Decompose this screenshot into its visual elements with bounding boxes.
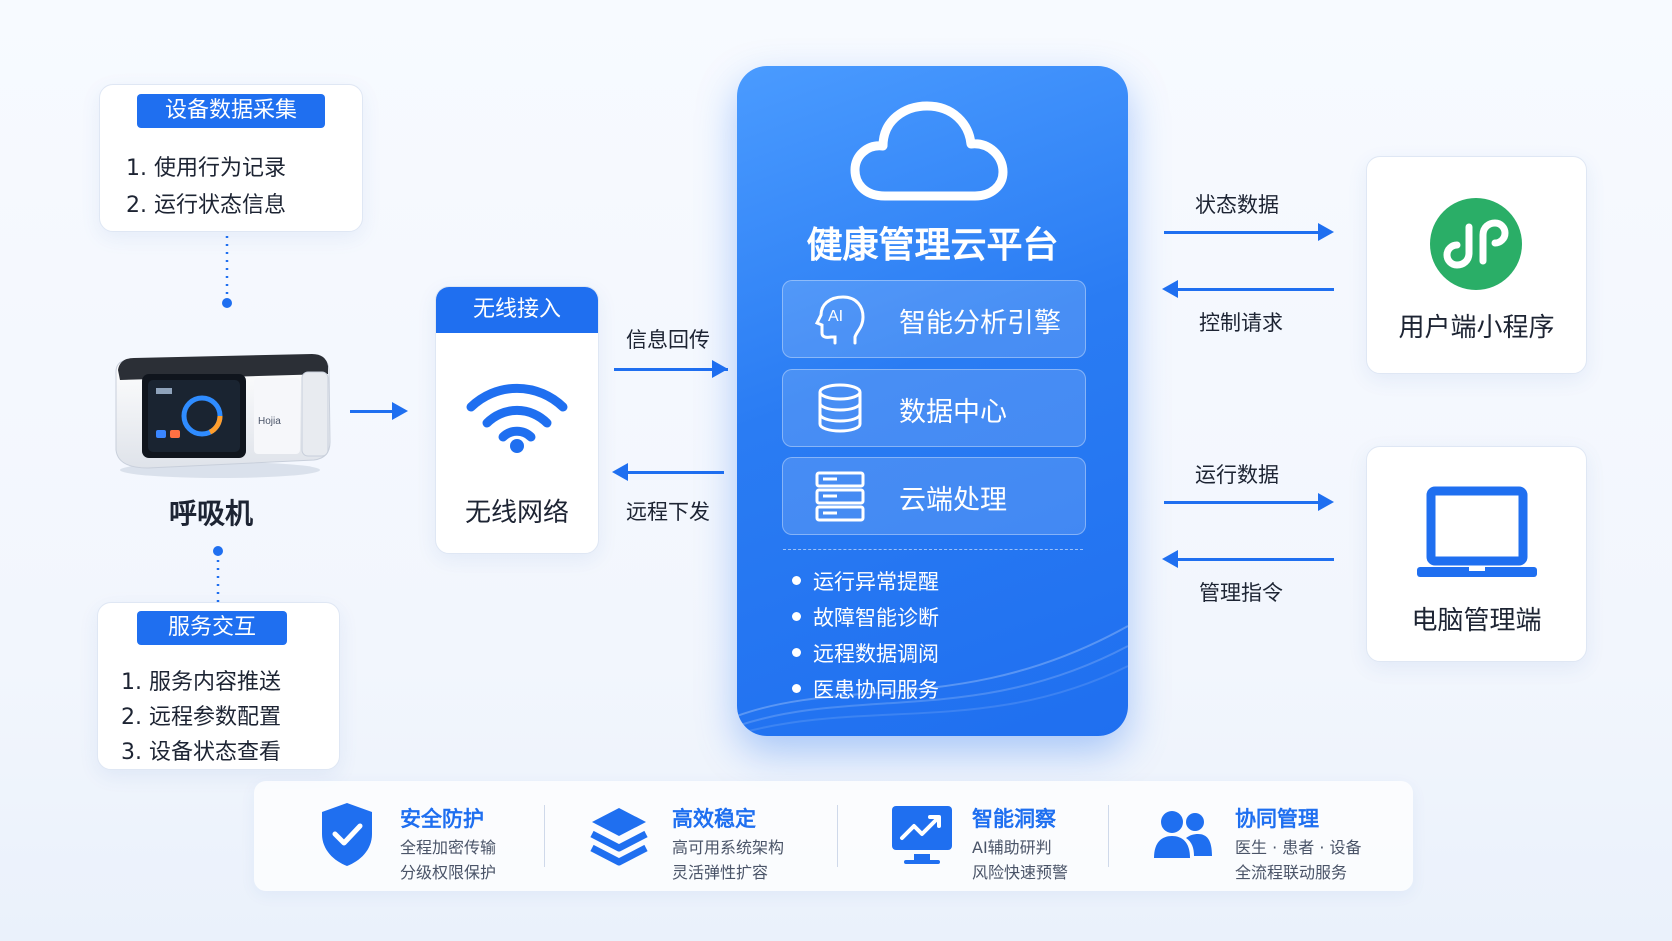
arrowhead-run-data (1318, 493, 1334, 511)
module-data-center-label: 数据中心 (899, 397, 1007, 428)
platform-divider (783, 549, 1083, 550)
platform-title: 健康管理云平台 (806, 225, 1059, 266)
arrow-upload (614, 368, 728, 371)
feature-1-title: 安全防护 (400, 807, 484, 831)
service-card: 服务交互 1. 服务内容推送 2. 远程参数配置 3. 设备状态查看 (97, 602, 340, 770)
service-item-2: 2. 远程参数配置 (121, 705, 281, 730)
pc-label: 电脑管理端 (1411, 606, 1542, 636)
wireless-tag: 无线接入 (436, 287, 598, 333)
arrow-management-command (1176, 558, 1334, 561)
service-item-1: 1. 服务内容推送 (121, 670, 281, 695)
database-icon (818, 383, 862, 433)
cloud-icon (850, 101, 1008, 201)
users-icon (1154, 811, 1212, 858)
connector-dotted-bottom (213, 546, 223, 602)
module-cloud-processing: 云端处理 (782, 457, 1086, 535)
module-ai-engine-label: 智能分析引擎 (899, 308, 1061, 339)
layers-icon (590, 808, 648, 866)
feature-4-title: 协同管理 (1235, 807, 1319, 831)
feature-4-line-1: 医生 · 患者 · 设备 (1235, 838, 1362, 857)
device-data-item-1: 1. 使用行为记录 (126, 156, 286, 181)
feature-separator-1 (544, 805, 545, 867)
label-run-data: 运行数据 (1195, 463, 1279, 487)
cloud-platform-panel: 健康管理云平台 AI 智能分析引擎 数据中心 云端处理 运行异常提醒 故障智能诊… (737, 66, 1128, 736)
wireless-label: 无线网络 (464, 498, 569, 528)
device-data-item-2: 2. 运行状态信息 (126, 193, 286, 218)
label-upload: 信息回传 (626, 328, 710, 352)
feature-3-title: 智能洞察 (972, 807, 1056, 831)
label-status-data: 状态数据 (1195, 193, 1279, 217)
laptop-icon (1417, 486, 1537, 577)
feature-3-line-2: 风险快速预警 (972, 863, 1069, 882)
ventilator-label: 呼吸机 (169, 497, 254, 530)
trend-monitor-icon (892, 806, 952, 864)
feature-strip (254, 781, 1413, 891)
service-tag: 服务交互 (137, 611, 287, 645)
arrowhead-management-command (1162, 550, 1178, 568)
feature-2-title: 高效稳定 (672, 807, 756, 831)
arrowhead-ventilator-to-wireless (392, 402, 408, 420)
feature-2-line-2: 灵活弹性扩容 (672, 863, 769, 882)
label-management-command: 管理指令 (1199, 581, 1283, 605)
device-data-tag: 设备数据采集 (137, 94, 325, 128)
arrow-run-data (1164, 501, 1320, 504)
feature-4-line-2: 全流程联动服务 (1235, 863, 1348, 882)
ai-head-icon: AI (814, 295, 865, 345)
wireless-card: 无线接入 无线网络 (435, 286, 599, 554)
miniprogram-label: 用户端小程序 (1398, 313, 1555, 343)
wifi-icon (466, 383, 568, 453)
arrowhead-upload (712, 360, 728, 378)
server-icon (815, 471, 865, 522)
platform-feature-3: 远程数据调阅 (792, 638, 939, 668)
module-cloud-processing-label: 云端处理 (899, 485, 1007, 516)
platform-feature-4: 医患协同服务 (792, 674, 939, 704)
arrowhead-control-request (1162, 280, 1178, 298)
feature-3-line-1: AI辅助研判 (972, 838, 1052, 857)
module-data-center: 数据中心 (782, 369, 1086, 447)
arrow-status-data (1164, 231, 1320, 234)
arrowhead-status-data (1318, 223, 1334, 241)
feature-separator-2 (837, 805, 838, 867)
label-download: 远程下发 (626, 500, 710, 524)
arrow-control-request (1176, 288, 1334, 291)
arrow-download (626, 471, 724, 474)
connector-dotted-top (222, 236, 232, 308)
feature-2-line-1: 高可用系统架构 (672, 838, 785, 857)
svg-text:AI: AI (828, 308, 843, 325)
platform-wave-decoration (737, 625, 1128, 735)
shield-check-icon (322, 803, 372, 866)
feature-separator-3 (1108, 805, 1109, 867)
feature-1-line-2: 分级权限保护 (400, 863, 497, 882)
platform-feature-2: 故障智能诊断 (792, 602, 939, 632)
module-ai-engine: AI 智能分析引擎 (782, 280, 1086, 358)
arrow-ventilator-to-wireless (350, 410, 394, 413)
ventilator-image: Hojia (115, 354, 331, 478)
feature-1-line-1: 全程加密传输 (400, 838, 497, 857)
ventilator-brand: Hojia (258, 416, 281, 427)
service-item-3: 3. 设备状态查看 (121, 740, 281, 765)
mini-program-icon (1430, 198, 1522, 290)
platform-feature-1: 运行异常提醒 (792, 566, 939, 596)
arrowhead-download (612, 463, 628, 481)
miniprogram-card: 用户端小程序 (1366, 156, 1587, 374)
pc-card: 电脑管理端 (1366, 446, 1587, 662)
device-data-card: 设备数据采集 1. 使用行为记录 2. 运行状态信息 (99, 84, 363, 232)
label-control-request: 控制请求 (1199, 311, 1283, 335)
